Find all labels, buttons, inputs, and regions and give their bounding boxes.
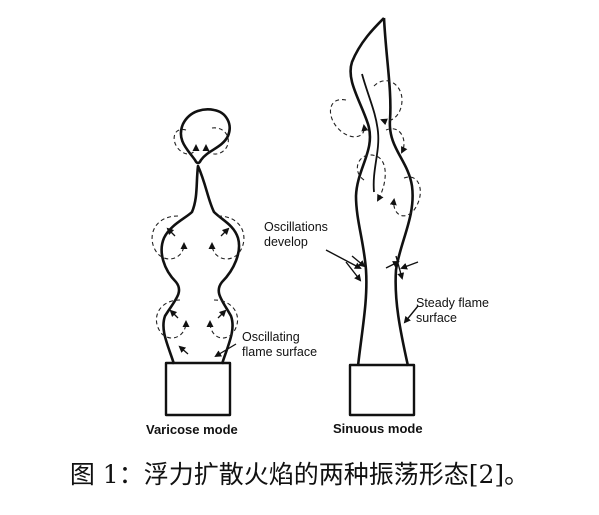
varicose-flame-outline [160,164,241,365]
varicose-mode-label: Varicose mode [146,422,238,437]
varicose-flame [160,108,241,417]
oscillations-develop-label: Oscillations develop [264,220,328,249]
sinuous-burner [348,363,416,417]
varicose-detached-pocket [179,108,231,165]
varicose-burner [164,361,232,417]
sinuous-left-edge [349,17,385,367]
steady-flame-surface-label: Steady flame surface [416,296,489,325]
sinuous-vortices [329,80,421,217]
sinuous-arrows [325,249,419,324]
sinuous-flame [348,17,416,417]
figure-caption: 图 1：浮力扩散火焰的两种振荡形态[2]。 [69,460,530,489]
sinuous-right-edge [382,17,414,367]
varicose-vortices [151,127,245,339]
sinuous-inner-fold [361,73,380,193]
varicose-arrows [166,227,237,358]
sinuous-mode-label: Sinuous mode [333,421,423,436]
oscillating-flame-surface-label: Oscillating flame surface [242,330,318,359]
